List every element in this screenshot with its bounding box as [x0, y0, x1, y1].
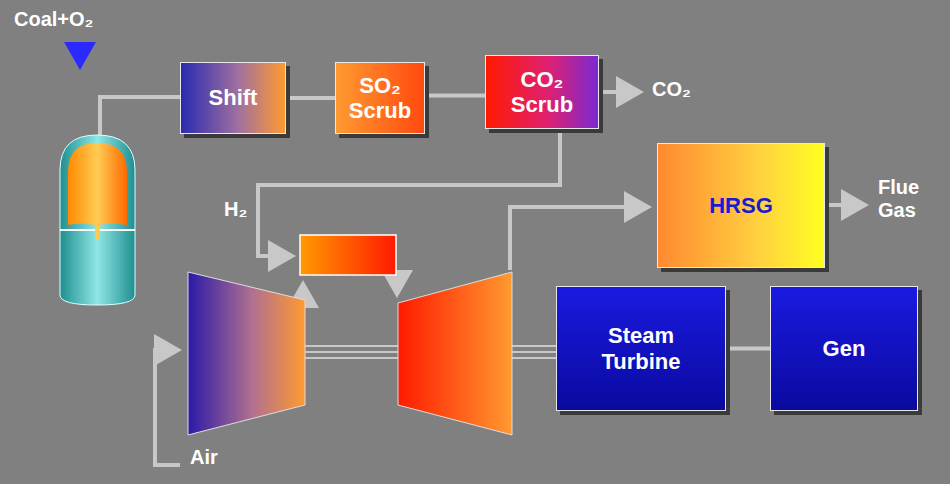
- flue-arrow: [828, 203, 865, 207]
- node-label: SO₂ Scrub: [344, 73, 416, 124]
- combustor: [300, 235, 396, 275]
- gas-turbine: [398, 272, 512, 435]
- connector: [726, 348, 770, 349]
- process-box: CO₂ Scrub: [485, 55, 599, 129]
- process-box: Shift: [180, 62, 286, 134]
- hrsg-box: HRSG: [657, 143, 825, 268]
- input-label: Coal+O₂: [14, 8, 93, 31]
- node-label: Steam Turbine: [581, 323, 701, 374]
- node-label: HRSG: [709, 193, 773, 218]
- input-label: Air: [190, 446, 218, 469]
- turbine-box: Steam Turbine: [556, 286, 726, 411]
- air-line: [155, 350, 180, 465]
- exhaust-line: [510, 207, 648, 270]
- air-to-combustor: [301, 284, 305, 300]
- node-label: Shift: [209, 85, 258, 110]
- compressor: [188, 272, 305, 435]
- feed-arrow: [78, 42, 82, 66]
- connector: [425, 95, 485, 96]
- output-label: CO₂: [652, 78, 691, 101]
- gasifier: [60, 135, 135, 305]
- stream-label: H₂: [224, 198, 247, 221]
- node-label: CO₂ Scrub: [494, 67, 590, 118]
- node-label: Gen: [823, 336, 866, 361]
- gas-to-turbine: [395, 276, 399, 294]
- process-box: SO₂ Scrub: [335, 62, 425, 134]
- generator-box: Gen: [770, 286, 918, 411]
- output-label: Flue Gas: [878, 176, 944, 222]
- co2-arrow: [598, 90, 640, 94]
- connector: [286, 98, 335, 99]
